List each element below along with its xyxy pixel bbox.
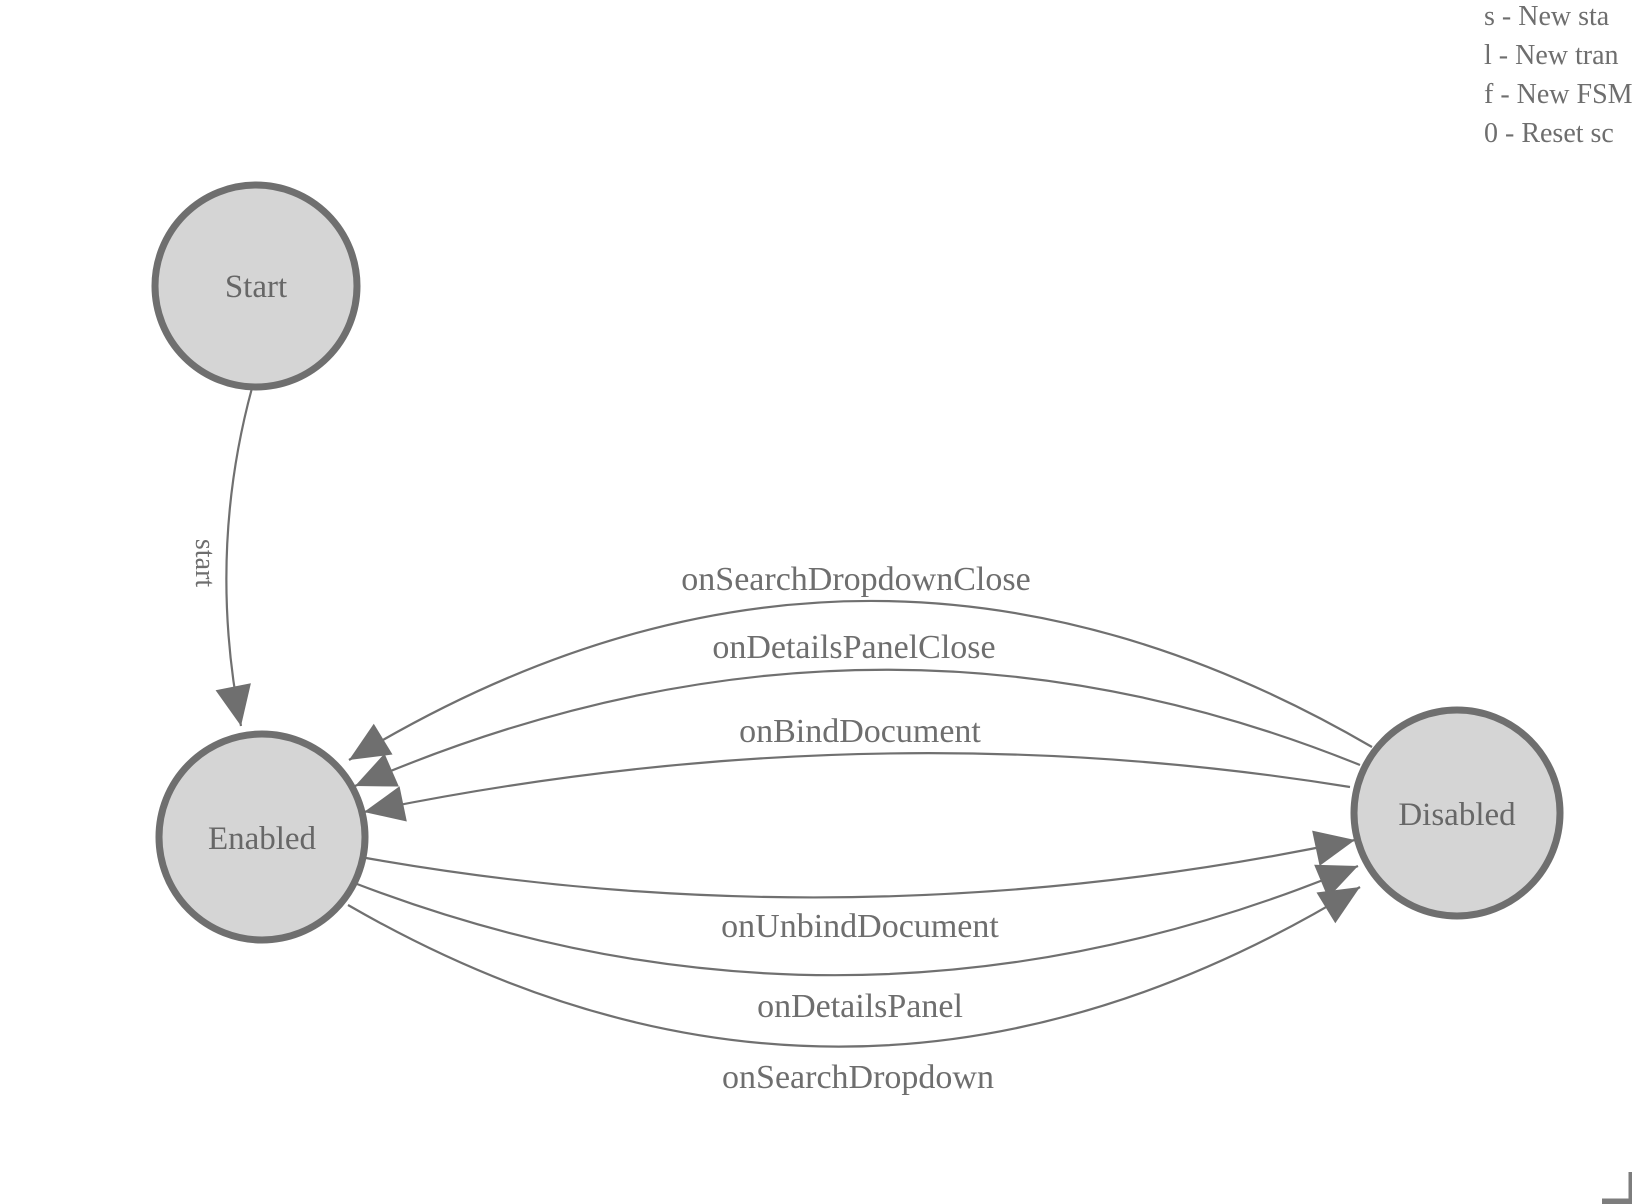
state-circle[interactable] (1350, 706, 1564, 920)
legend-line-new-fsm: f - New FSM (1484, 79, 1632, 110)
edge-line[interactable] (354, 668, 1361, 788)
edge-label: onSearchDropdownClose (681, 561, 1030, 598)
transition-edge-onUnbindDocument[interactable]: onUnbindDocument (365, 830, 1356, 945)
edge-label: onSearchDropdown (722, 1059, 994, 1096)
edge-line[interactable] (348, 599, 1373, 761)
state-node-start[interactable]: Start (151, 181, 361, 391)
state-node-disabled[interactable]: Disabled (1350, 706, 1564, 920)
transition-edge-onSearchDropdown[interactable]: onSearchDropdown (347, 886, 1361, 1096)
legend-line-new-state: s - New sta (1484, 1, 1610, 32)
corner-bracket-vertical (1628, 1172, 1632, 1204)
canvas-corner-bracket (1602, 1172, 1632, 1204)
transition-edge-onBindDocument[interactable]: onBindDocument (363, 713, 1351, 822)
state-node-enabled[interactable]: Enabled (155, 730, 369, 944)
state-label: Start (225, 269, 287, 305)
edge-line[interactable] (347, 886, 1361, 1048)
state-circle[interactable] (151, 181, 361, 391)
transition-edge-onSearchDropdownClose[interactable]: onSearchDropdownClose (348, 561, 1373, 761)
legend-line-new-transition: l - New tran (1484, 40, 1619, 71)
state-label: Disabled (1398, 797, 1516, 833)
edge-line[interactable] (215, 387, 254, 727)
corner-bracket-horizontal (1602, 1198, 1632, 1204)
edge-label: onDetailsPanelClose (712, 629, 995, 666)
edge-label: start (189, 539, 220, 587)
transition-edge-start[interactable]: start (189, 387, 254, 727)
state-circle[interactable] (155, 730, 369, 944)
edge-line[interactable] (356, 864, 1359, 977)
edge-label: onBindDocument (739, 713, 981, 750)
edge-line[interactable] (365, 830, 1356, 899)
edge-line[interactable] (363, 752, 1351, 822)
legend-line-reset: 0 - Reset sc (1484, 118, 1614, 149)
transition-edge-onDetailsPanel[interactable]: onDetailsPanel (356, 864, 1359, 1025)
edge-label: onDetailsPanel (757, 988, 963, 1025)
edge-label: onUnbindDocument (721, 908, 999, 945)
transition-edge-onDetailsPanelClose[interactable]: onDetailsPanelClose (354, 629, 1361, 788)
shortcut-legend: s - New sta l - New tran f - New FSM 0 -… (1484, 0, 1632, 153)
state-label: Enabled (208, 821, 317, 857)
